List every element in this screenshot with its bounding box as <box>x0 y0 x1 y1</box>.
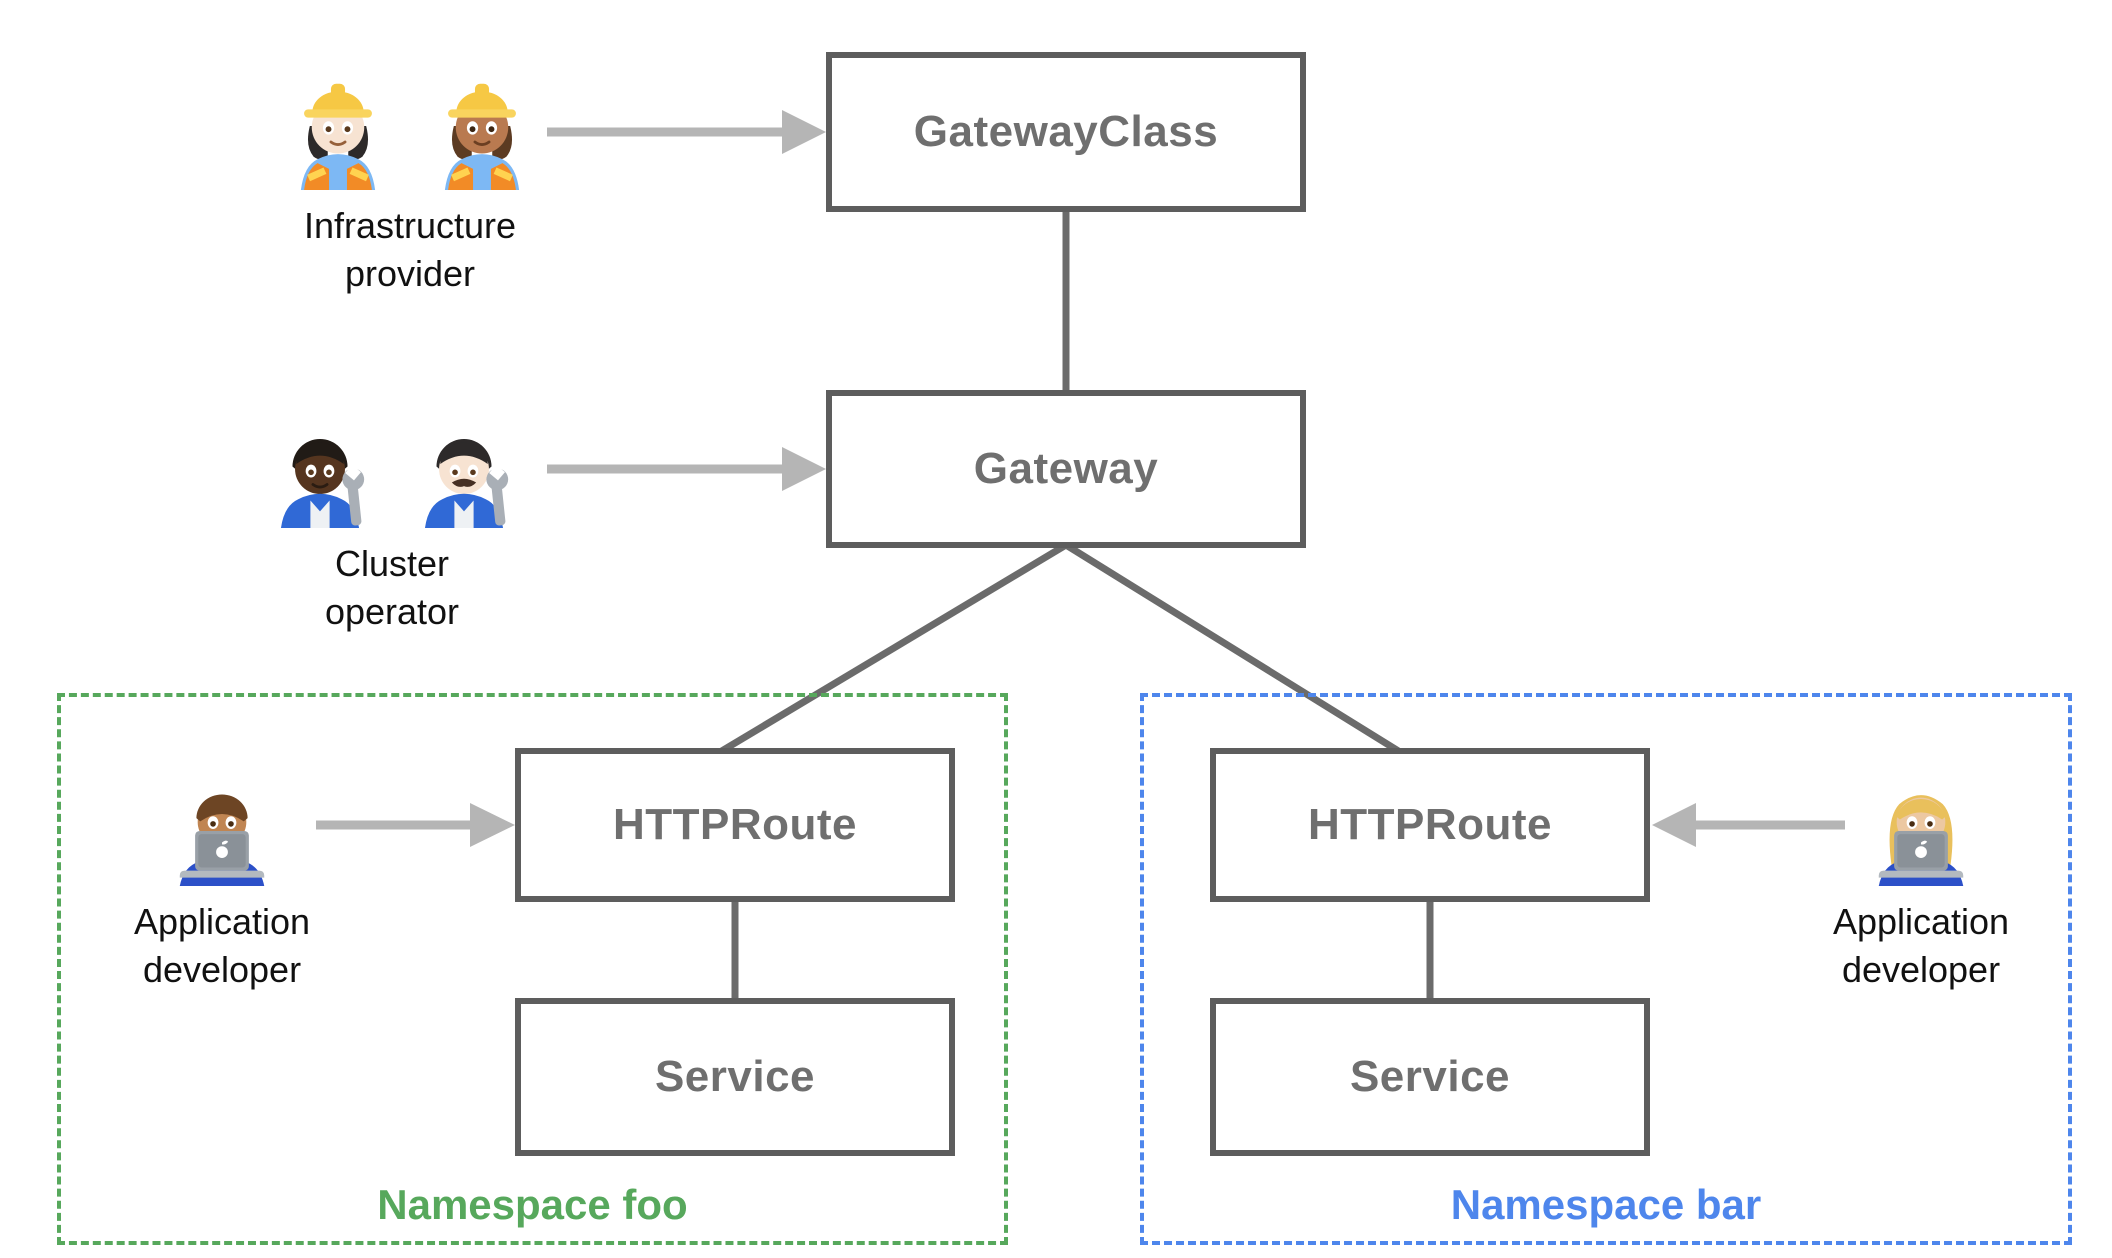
infrastructure-provider-icons <box>274 62 546 190</box>
cluster-operator-persona: Cluster operator <box>172 400 612 635</box>
gateway-node: Gateway <box>826 390 1306 548</box>
woman-technologist-icon <box>1857 758 1985 886</box>
application-developer-bar-persona: Application developer <box>1701 758 2112 993</box>
service-foo-node: Service <box>515 998 955 1156</box>
application-developer-bar-icons <box>1857 758 1985 886</box>
light-skin-man-mechanic-icon <box>400 400 528 528</box>
namespace-bar-label: Namespace bar <box>1450 1181 1762 1228</box>
namespace-foo-boundary: Namespace foo <box>57 693 1008 1245</box>
infrastructure-provider-persona: Infrastructure provider <box>190 62 630 297</box>
woman-construction-worker-light-icon <box>274 62 402 190</box>
infrastructure-provider-label: Infrastructure provider <box>303 205 517 294</box>
cluster-operator-icons <box>256 400 528 528</box>
application-developer-foo-icons <box>158 758 286 886</box>
httproute-foo-node: HTTPRoute <box>515 748 955 902</box>
httproute-bar-node: HTTPRoute <box>1210 748 1650 902</box>
cluster-operator-label: Cluster operator <box>324 543 460 632</box>
application-developer-foo-persona: Application developer <box>2 758 442 993</box>
gatewayclass-node: GatewayClass <box>826 52 1306 212</box>
namespace-foo-label: Namespace foo <box>377 1181 688 1228</box>
dark-skin-mechanic-icon <box>256 400 384 528</box>
namespace-bar-boundary: Namespace bar <box>1140 693 2072 1245</box>
application-developer-foo-label: Application developer <box>133 901 311 990</box>
man-technologist-icon <box>158 758 286 886</box>
application-developer-bar-label: Application developer <box>1832 901 2010 990</box>
woman-construction-worker-medium-icon <box>418 62 546 190</box>
service-bar-node: Service <box>1210 998 1650 1156</box>
